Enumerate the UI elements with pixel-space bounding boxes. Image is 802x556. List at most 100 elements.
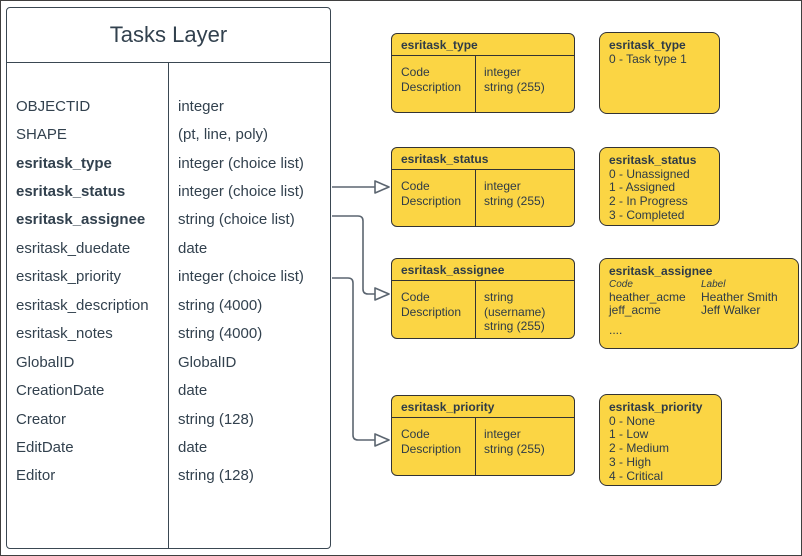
schema-field-type: string (255) [484,441,545,456]
field-type-cell: string (4000) [178,296,263,314]
field-name-cell: Creator [16,410,67,428]
field-name-cell: esritask_priority [16,268,122,286]
schema-field-type: integer [484,179,521,193]
field-name-cell: GlobalID [16,353,75,371]
connector-arrowhead [374,287,390,301]
field-type-cell: integer (choice list) [178,268,304,286]
field-type-cell: GlobalID [178,353,237,371]
schema-field-type: string (username) [484,290,546,319]
field-type-cell: integer [178,97,224,115]
schema-field-type: string (255) [484,193,545,208]
schema-field-type: integer [484,427,521,441]
domain-value: 0 - None [609,413,656,428]
schema-field-name: Code [401,65,430,79]
connector-priority-line [332,277,375,441]
field-name-cell: esritask_notes [16,325,113,343]
domain-value: 1 - Low [609,427,649,442]
field-name-cell: esritask_assignee [16,211,146,229]
field-name-cell: OBJECTID [16,97,91,115]
domain-box-title: esritask_status [609,153,697,167]
domain-value: 1 - Assigned [609,180,676,195]
schema-field-name: Description [401,79,462,94]
field-name-cell: Editor [16,467,56,485]
field-row: Creator string (128) [7,405,330,433]
domain-value: 4 - Critical [609,468,664,483]
field-name-cell: esritask_duedate [16,239,131,257]
field-type-cell: string (4000) [178,325,263,343]
schema-field-type: string (255) [484,79,545,94]
connector-arrowhead [374,180,390,194]
connector-arrowhead [374,433,390,447]
schema-box-title: esritask_priority [392,396,574,418]
field-row: esritask_priority integer (choice list) [7,263,330,291]
domain-value: 0 - Unassigned [609,166,690,181]
domain-more-indicator: .... [609,323,623,338]
field-type-cell: date [178,239,208,257]
field-type-cell: string (choice list) [178,211,295,229]
field-type-cell: integer (choice list) [178,183,304,201]
schema-field-name: Description [401,304,462,319]
field-type-cell: string (128) [178,410,254,428]
domain-entry-code: jeff_acme [609,303,661,318]
domain-value: 2 - In Progress [609,194,688,209]
schema-field-name: Code [401,290,430,304]
domain-value: 2 - Medium [609,441,670,456]
field-row: Editor string (128) [7,462,330,490]
domain-code-label-grid: Code Label heather_acme Heather Smith jeff_a… [609,279,789,318]
schema-box-title: esritask_assignee [392,259,574,281]
field-row: GlobalID GlobalID [7,348,330,376]
field-name-cell: CreationDate [16,382,105,400]
schema-field-type: string (255) [484,319,545,333]
domain-entry-label: Heather Smith [701,289,778,304]
schema-field-type: integer [484,65,521,79]
field-row: esritask_duedate date [7,234,330,262]
domain-entry-code: heather_acme [609,289,686,304]
domain-column-header: Code [609,278,633,290]
field-type-cell: string (128) [178,467,254,485]
field-row: EditDate date [7,433,330,461]
schema-type-column: string (username)string (255) [476,281,574,338]
schema-field-name: Description [401,441,462,456]
field-row: esritask_status integer (choice list) [7,177,330,205]
schema-box-title: esritask_status [392,148,574,170]
field-name-cell: EditDate [16,438,74,456]
field-type-cell: integer (choice list) [178,154,304,172]
schema-box-title: esritask_type [392,34,574,56]
schema-field-name: Description [401,193,462,208]
domain-box-title: esritask_type [609,38,686,52]
field-type-cell: (pt, line, poly) [178,126,269,144]
domain-column-header: Label [701,278,726,290]
domain-value: 0 - Task type 1 [609,51,687,66]
connector-assignee-line [332,215,375,295]
field-type-cell: date [178,438,208,456]
schema-field-name: Code [401,427,430,441]
domain-entry-label: Jeff Walker [701,303,761,318]
field-row: esritask_assignee string (choice list) [7,206,330,234]
domain-box-title: esritask_assignee [609,264,713,278]
field-name-cell: SHAPE [16,126,67,144]
field-name-cell: esritask_status [16,183,126,201]
schema-field-name: Code [401,179,430,193]
